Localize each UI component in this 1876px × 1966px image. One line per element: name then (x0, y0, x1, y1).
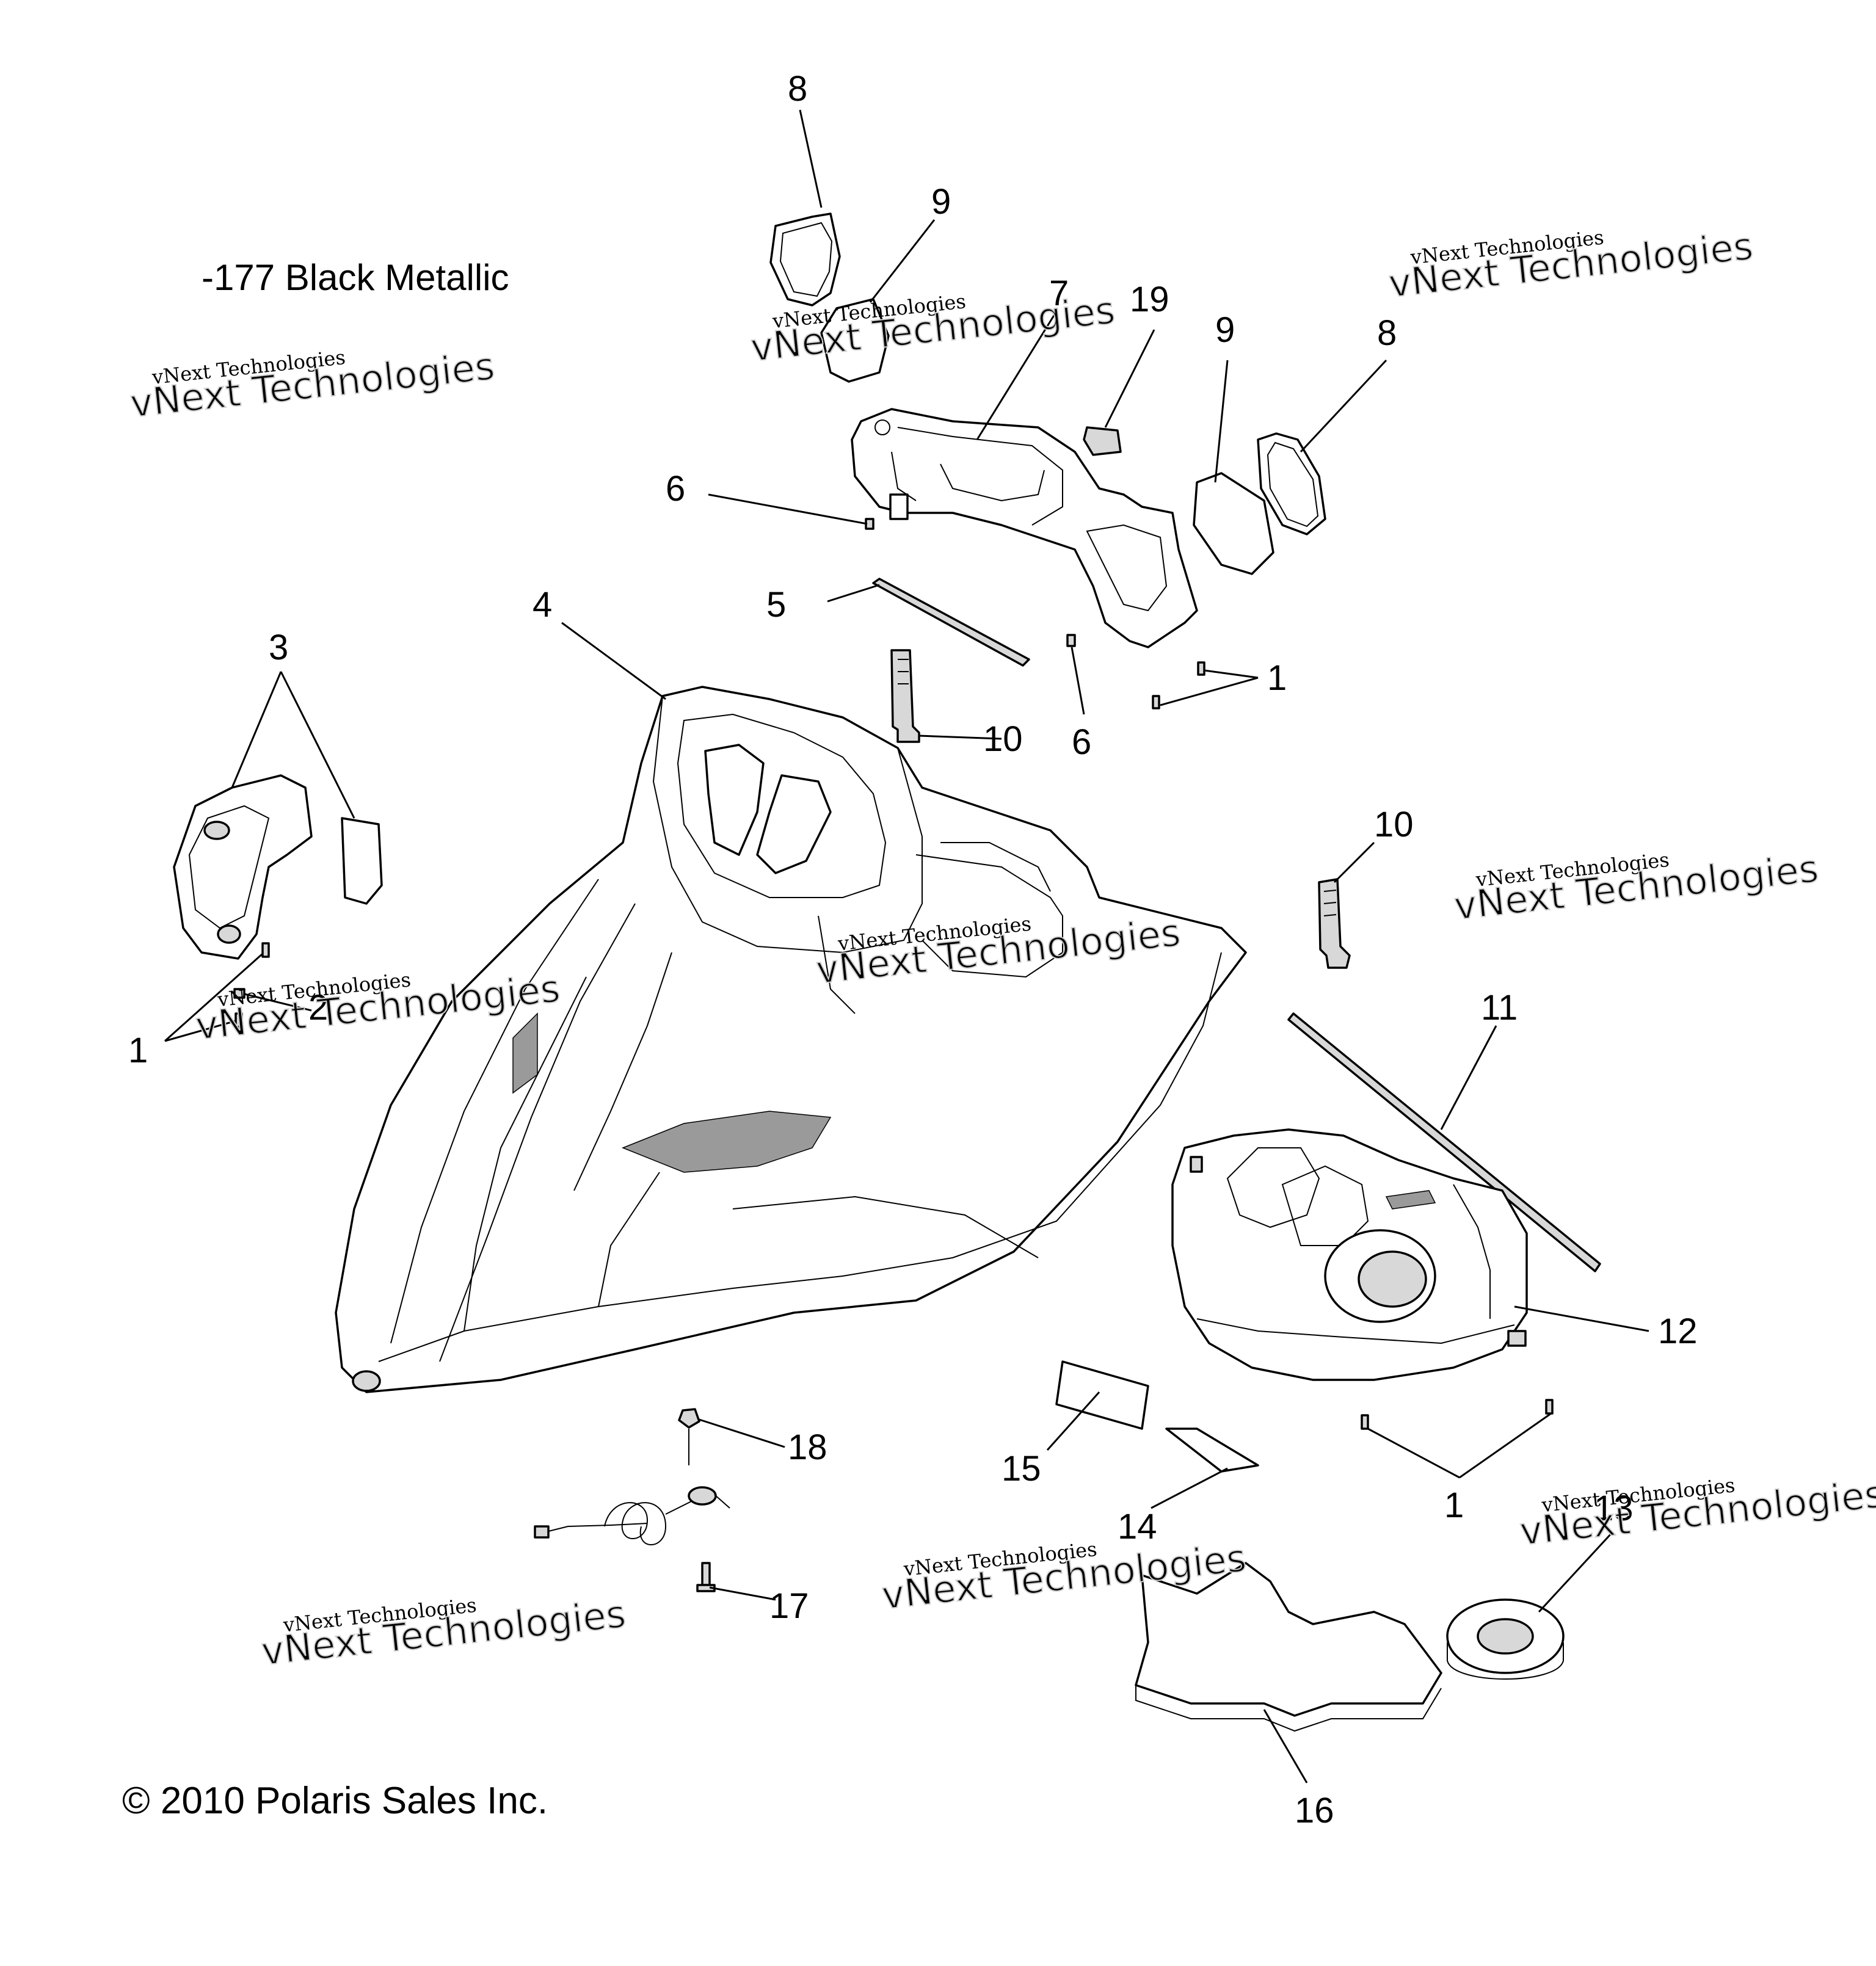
part-17-bolt (696, 1562, 716, 1592)
part-3-mirror-housing (173, 774, 383, 960)
part-13-seal-ring (1446, 1598, 1565, 1680)
callout-10-top: 10 (983, 719, 1023, 759)
callout-1-upper: 1 (1267, 658, 1287, 698)
part-1-screws-upper (1152, 661, 1205, 709)
callout-3: 3 (269, 628, 288, 667)
callout-18: 18 (788, 1427, 827, 1467)
watermark: vNext Technologies vNext Technologies (1386, 223, 1756, 307)
part-19-grommet (1083, 426, 1122, 456)
part-8-mirror-glass-left (769, 212, 841, 307)
part-15-decal (1055, 1360, 1149, 1430)
watermark: vNext Technologies vNext Technologies (259, 1591, 628, 1674)
part-7-console-housing (851, 408, 1198, 648)
part-4-hood (335, 686, 1247, 1393)
callout-9-right: 9 (1215, 310, 1235, 350)
callout-1-lower: 1 (1444, 1485, 1464, 1525)
color-note: -177 Black Metallic (202, 257, 509, 298)
callout-8-right: 8 (1377, 313, 1397, 353)
callout-5: 5 (766, 585, 786, 625)
callout-8-top: 8 (788, 69, 807, 109)
watermark: vNext Technologies vNext Technologies (1517, 1471, 1876, 1554)
part-6-fastener-mid (1066, 634, 1076, 647)
callout-labels: 8 9 7 19 9 8 6 5 4 3 10 6 1 10 2 1 11 12… (128, 69, 1698, 1830)
callout-15: 15 (1002, 1449, 1041, 1489)
part-9-lens-left (820, 298, 890, 383)
callout-4: 4 (533, 585, 552, 625)
callout-17: 17 (769, 1586, 809, 1626)
leader-lines (164, 109, 1649, 1783)
callout-6-mid: 6 (1072, 722, 1091, 762)
callout-2: 2 (308, 988, 328, 1028)
callout-13: 13 (1594, 1489, 1634, 1528)
part-8-mirror-glass-right (1257, 432, 1326, 535)
callout-9-top: 9 (931, 182, 951, 222)
part-5-trim-strip (872, 578, 1030, 667)
callout-11: 11 (1481, 988, 1518, 1028)
callout-12: 12 (1658, 1311, 1698, 1351)
callout-16: 16 (1295, 1791, 1334, 1830)
part-18-nut (678, 1408, 700, 1465)
part-9-lens-right (1193, 472, 1274, 575)
callout-7: 7 (1049, 274, 1069, 313)
copyright-notice: © 2010 Polaris Sales Inc. (122, 1780, 548, 1822)
part-10-clip-top (890, 649, 920, 743)
part-1-screws-lower (1361, 1399, 1554, 1430)
part-2-washer (233, 988, 245, 999)
part-14-decal (1165, 1427, 1259, 1473)
part-harness (534, 1486, 730, 1545)
watermark: vNext Technologies vNext Technologies (1452, 846, 1821, 929)
part-16-foam-pad (1135, 1562, 1442, 1732)
callout-14: 14 (1118, 1507, 1157, 1547)
part-12-inner-panel (1171, 1128, 1528, 1381)
callout-6-top: 6 (666, 469, 685, 509)
watermark: vNext Technologies vNext Technologies (128, 343, 497, 427)
part-10-clip-right (1318, 878, 1351, 969)
part-1-screws-left (234, 942, 270, 1028)
callout-10-right: 10 (1374, 805, 1414, 844)
callout-19: 19 (1130, 280, 1169, 319)
callout-1-left: 1 (128, 1031, 148, 1070)
